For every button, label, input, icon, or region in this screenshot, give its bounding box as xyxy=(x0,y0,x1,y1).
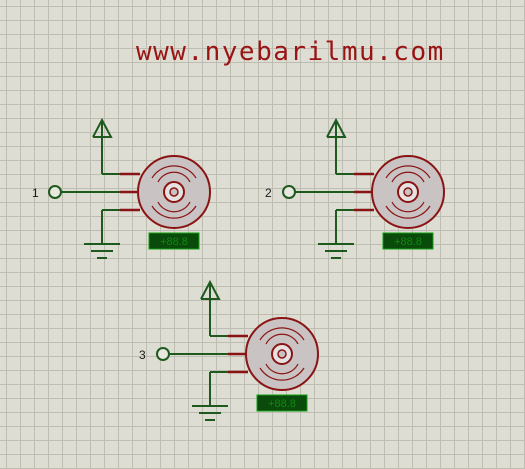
servo-motor-icon xyxy=(137,155,211,229)
pin-label-2: 2 xyxy=(265,186,272,200)
power-arrow-icon xyxy=(326,117,354,175)
counter-value-3: +88.8 xyxy=(268,398,296,410)
power-arrow-icon xyxy=(92,117,120,175)
ground-icon xyxy=(84,209,120,259)
servo-motor-icon xyxy=(371,155,445,229)
servo-motor-icon xyxy=(245,317,319,391)
servo-1[interactable]: 1 xyxy=(32,117,211,259)
input-terminal-2[interactable] xyxy=(282,185,354,199)
servo-3[interactable]: 3 +88.8 xyxy=(139,279,319,421)
input-terminal-3[interactable] xyxy=(156,347,228,361)
servo-2[interactable]: 2 +88.8 xyxy=(265,117,445,259)
ground-icon xyxy=(318,209,354,259)
angle-counter-2: +88.8 xyxy=(382,232,434,250)
ground-icon xyxy=(192,371,228,421)
input-terminal-1[interactable] xyxy=(48,185,120,199)
pin-label-1: 1 xyxy=(32,186,39,200)
watermark-text: www.nyebarilmu.com xyxy=(136,37,445,67)
counter-value-2: +88.8 xyxy=(394,236,422,248)
pin-label-3: 3 xyxy=(139,348,146,362)
angle-counter-3: +88.8 xyxy=(256,394,308,412)
angle-counter-1: +88.8 xyxy=(148,232,200,250)
counter-value-1: +88.8 xyxy=(160,236,188,248)
power-arrow-icon xyxy=(200,279,228,337)
